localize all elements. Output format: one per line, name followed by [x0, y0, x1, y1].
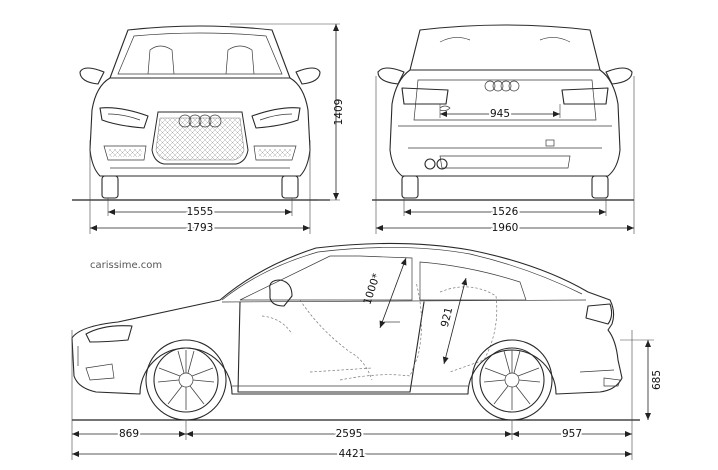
front-right-headlight [251, 107, 301, 129]
rear-view: 945 1526 1960 [372, 24, 635, 236]
front-right-mirror [295, 67, 321, 85]
front-body [89, 77, 311, 177]
front-right-tire [281, 175, 299, 199]
rear-left-taillight [401, 87, 449, 105]
dim-front-track: 1555 [187, 206, 214, 218]
dim-front-width: 1793 [187, 222, 214, 234]
side-taillight [585, 303, 613, 325]
dim-headroom-rear-line [442, 277, 468, 365]
dim-rear-track: 1526 [492, 206, 519, 218]
side-headlight [85, 325, 133, 343]
side-rear-wheel [471, 339, 553, 421]
watermark-text: carissime.com [90, 260, 162, 271]
dim-height: 1409 [333, 99, 345, 126]
side-door [237, 301, 425, 393]
front-left-tire [101, 175, 119, 199]
front-audi-rings-logo [178, 114, 222, 128]
rear-left-mirror [377, 67, 405, 85]
side-front-wheel [145, 339, 227, 421]
dim-headroom-rear: 921 [439, 306, 455, 328]
rear-left-tire [401, 175, 419, 199]
dim-rear-height: 685 [651, 370, 663, 390]
dim-length: 4421 [339, 448, 366, 460]
rear-model-badge [439, 105, 451, 112]
rear-body [389, 69, 621, 177]
side-view: 1000* 921 685 869 2595 957 4421 [71, 242, 663, 462]
front-windshield [109, 25, 291, 79]
rear-right-exhaust [436, 158, 448, 170]
front-left-headlight [99, 107, 149, 129]
rear-right-taillight [561, 87, 609, 105]
rear-soft-top [409, 24, 601, 71]
dim-rear-width: 1960 [492, 222, 519, 234]
dim-wheelbase: 2595 [336, 428, 363, 440]
rear-audi-rings-logo [484, 80, 520, 92]
front-view: 1555 1793 1409 [72, 23, 345, 236]
dim-front-overhang: 869 [119, 428, 139, 440]
front-grille [151, 111, 249, 165]
side-mirror [269, 279, 293, 307]
dim-rear-overhang: 957 [562, 428, 582, 440]
rear-right-mirror [605, 67, 633, 85]
dim-rear-badge-width: 945 [490, 108, 510, 120]
front-left-mirror [79, 67, 105, 85]
rear-left-exhaust [424, 158, 436, 170]
rear-right-tire [591, 175, 609, 199]
dim-headroom-front-line [379, 257, 407, 329]
